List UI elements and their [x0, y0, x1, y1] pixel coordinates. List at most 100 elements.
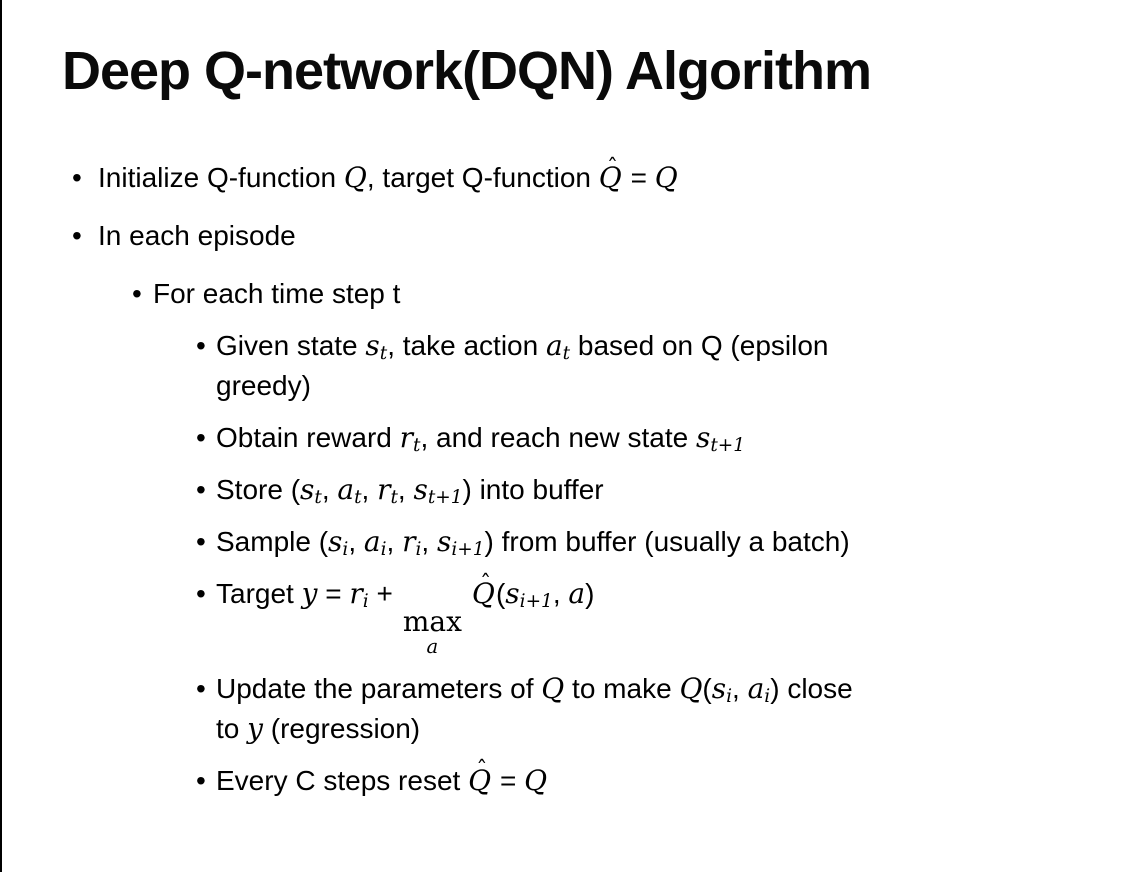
bullet-text: Store (st, at, rt, st+1) into buffer — [216, 470, 1116, 510]
bullet-icon: • — [72, 162, 82, 193]
plain-text: ( — [495, 578, 506, 609]
bullet-icon: • — [132, 278, 142, 309]
plain-text: , target Q-function — [366, 162, 599, 193]
plain-text: based on Q (epsilon — [570, 330, 829, 361]
bullet-icon: • — [196, 526, 206, 557]
plain-text: , — [321, 474, 338, 505]
plain-text: In each episode — [98, 220, 296, 251]
plain-text: , — [552, 578, 569, 609]
plain-text: For each time step t — [153, 278, 401, 309]
bullet-icon: • — [196, 422, 206, 453]
plain-text: = — [492, 764, 525, 796]
plain-text — [464, 578, 472, 609]
max-label: max — [402, 605, 462, 638]
plain-text: , — [361, 474, 378, 505]
plain-text: = — [622, 162, 655, 193]
plain-text: Store ( — [216, 474, 301, 505]
math-var: Q — [541, 671, 565, 705]
bullet-icon: • — [196, 330, 206, 361]
bullet-item: •Given state st, take action at based on… — [0, 326, 1116, 406]
math-var: st+1 — [695, 421, 745, 457]
hat-icon: ˆ — [606, 154, 619, 181]
math-var: ai — [747, 671, 771, 707]
math-subscript: t — [562, 343, 571, 365]
bullet-text: Initialize Q-function Q, target Q-functi… — [98, 154, 1116, 198]
bullet-item: • Store (st, at, rt, st+1) into buffer — [0, 470, 1116, 510]
math-var: Q — [654, 161, 678, 194]
hat-icon: ˆ — [476, 757, 488, 784]
plain-text: , — [732, 672, 748, 704]
plain-text: Target — [216, 578, 302, 609]
bullet-item: •Initialize Q-function Q, target Q-funct… — [0, 154, 1116, 198]
math-subscript: t — [390, 487, 398, 509]
plain-text: ) — [585, 578, 595, 609]
plain-text: , — [397, 474, 414, 505]
plain-text: ( — [702, 672, 712, 704]
plain-text: = — [317, 578, 350, 609]
bullet-icon: • — [196, 764, 206, 796]
bullet-icon: • — [196, 672, 206, 704]
bullet-item: • For each time step t — [0, 274, 1116, 314]
plain-text: Given state — [216, 330, 366, 361]
plain-text: greedy) — [216, 370, 311, 401]
bullet-item: •Sample (si, ai, ri, si+1) from buffer (… — [0, 522, 1116, 562]
bullet-icon: • — [72, 220, 82, 251]
math-subscript: i — [726, 685, 733, 707]
math-subscript: i — [380, 539, 387, 561]
bullet-icon: • — [196, 474, 206, 505]
math-var: Q — [468, 763, 492, 797]
plain-text: + — [368, 578, 401, 609]
math-var: ai — [363, 525, 387, 561]
math-var: rt — [377, 473, 398, 509]
math-var: rt — [399, 421, 421, 457]
math-subscript: i+1 — [451, 539, 485, 561]
math-var: Q — [524, 763, 548, 797]
plain-text: (regression) — [262, 712, 421, 744]
math-var: Q — [343, 161, 367, 194]
math-subscript: i — [342, 539, 349, 561]
math-subscript: t — [314, 487, 322, 509]
plain-text: , — [421, 526, 437, 557]
bullet-item: •Update the parameters of Q to make Q(si… — [0, 669, 1116, 749]
math-var: ri — [349, 577, 369, 613]
plain-text: to — [216, 712, 248, 744]
math-var: y — [247, 711, 263, 745]
bullet-list: •Initialize Q-function Q, target Q-funct… — [0, 154, 1116, 813]
math-var: st — [365, 329, 388, 365]
bullet-icon: • — [196, 578, 206, 609]
math-subscript: t — [354, 487, 362, 509]
plain-text: ) into buffer — [462, 474, 604, 505]
plain-text: Obtain reward — [216, 422, 400, 453]
bullet-text: For each time step t — [153, 274, 1116, 314]
plain-text: Sample ( — [216, 526, 329, 557]
bullet-text: In each episode — [98, 216, 1116, 256]
math-var: si — [711, 671, 733, 707]
math-var: st — [300, 473, 322, 509]
hat-icon: ˆ — [480, 570, 492, 597]
math-var: Q — [471, 577, 495, 610]
math-var: si+1 — [505, 577, 553, 613]
math-var: si — [328, 525, 349, 561]
plain-text: Update the parameters of — [216, 672, 542, 704]
plain-text: ) from buffer (usually a batch) — [484, 526, 850, 557]
left-border-line — [0, 0, 2, 872]
plain-text: , — [386, 526, 403, 557]
math-var: y — [301, 577, 318, 610]
math-subscript: t+1 — [427, 487, 463, 509]
plain-text: to make — [564, 672, 680, 704]
slide-title: Deep Q-network(DQN) Algorithm — [62, 41, 872, 101]
math-var: si+1 — [436, 525, 485, 561]
math-subscript: i+1 — [519, 591, 553, 613]
math-var: at — [545, 329, 571, 365]
math-var: a — [568, 577, 586, 610]
math-subscript: i — [764, 685, 771, 707]
plain-text: Initialize Q-function — [98, 162, 344, 193]
